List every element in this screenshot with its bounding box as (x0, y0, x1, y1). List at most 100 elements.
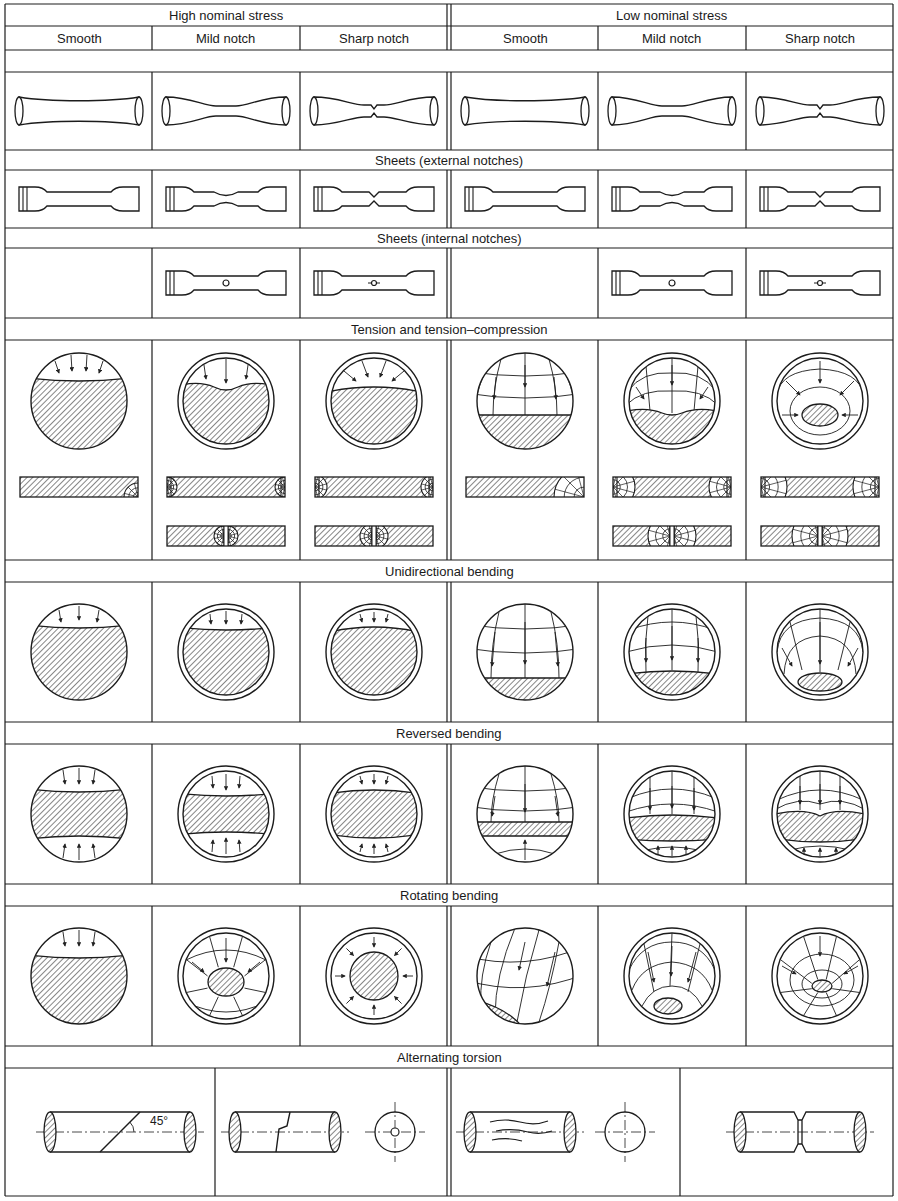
center-line (625, 1102, 626, 1162)
fatigue-zone (709, 477, 731, 497)
section-outline (761, 526, 879, 546)
sheet-specimen (760, 271, 880, 295)
notch-ring (326, 766, 422, 862)
beach-mark (650, 777, 651, 814)
crack-arrow (658, 846, 659, 854)
table-rule (745, 248, 746, 318)
crack-arrow (79, 606, 80, 620)
notch-mark (765, 477, 875, 497)
beach-mark (491, 774, 499, 822)
fracture-face (629, 933, 715, 1019)
final-fracture-zone (465, 678, 585, 712)
fracture-surface (326, 928, 422, 1024)
crack-arrow (212, 776, 213, 788)
grip-line (22, 187, 23, 211)
final-fracture-zone (798, 673, 842, 691)
fatigue-zone (376, 526, 388, 546)
fracture-surface (465, 928, 585, 1036)
crack-ray (674, 530, 695, 536)
crack-arrow (782, 415, 798, 416)
table-rule (892, 4, 893, 1196)
surface-outline (477, 604, 573, 700)
final-fracture-zone (612, 671, 732, 712)
fracture-face (315, 526, 433, 546)
crack-ray (613, 477, 629, 487)
grip-line (173, 271, 174, 295)
beach-mark (672, 358, 673, 413)
table-rule (745, 340, 746, 560)
crack-arrow (555, 632, 558, 666)
beach-mark (780, 989, 812, 993)
crack-ray (761, 487, 768, 497)
fatigue-zone (315, 477, 327, 497)
sheet-specimen (612, 187, 732, 211)
crack-arrow (800, 786, 801, 804)
column-heading: Sharp notch (782, 31, 858, 46)
specimen-outline (760, 271, 880, 295)
fracture-face (314, 771, 434, 857)
crack-arrow (344, 371, 356, 381)
crack-arrow (239, 776, 240, 788)
fatigue-zone (167, 477, 177, 497)
table-rule (597, 744, 598, 884)
crack-arrow (63, 932, 65, 946)
table-rule (151, 744, 152, 884)
table-rule (450, 906, 451, 1046)
crack-arrow (650, 788, 651, 810)
section-outline (761, 477, 879, 497)
fatigue-zone (477, 766, 573, 862)
fracture-surface (178, 928, 274, 1024)
notch-ring (178, 604, 274, 700)
crack-arrow (360, 614, 362, 622)
grip-line (169, 271, 170, 295)
beach-mark (696, 616, 699, 672)
center-line (726, 1132, 874, 1133)
table-rule (745, 582, 746, 722)
specimen-outline (612, 271, 732, 295)
fatigue-zone (629, 771, 715, 857)
table-rule (597, 170, 598, 228)
specimen-outline (612, 187, 732, 211)
table-rule (450, 1068, 451, 1196)
fracture-face (777, 358, 863, 444)
final-fracture-zone (465, 415, 585, 461)
crack-arrow (672, 786, 673, 808)
table-rule (5, 1195, 893, 1196)
final-fracture-zone (208, 968, 244, 996)
table-rule (299, 72, 300, 150)
table-rule (450, 248, 451, 318)
crack-arrow (820, 784, 821, 804)
crack-arrow (848, 648, 858, 666)
surface-outline (331, 358, 417, 444)
fatigue-zone (629, 933, 715, 1019)
crack-ray (613, 481, 634, 487)
crack-ray (421, 487, 433, 490)
crack-arrow (226, 774, 227, 790)
section-heading: Rotating bending (397, 888, 501, 903)
sheet-fracture-surface (466, 467, 614, 527)
crack-arrow (786, 381, 800, 395)
crack-arrow (672, 846, 673, 856)
grip-line (767, 187, 768, 211)
sheet-specimen (19, 187, 139, 211)
shaft-section (564, 1112, 576, 1152)
angle-label: 45° (148, 1114, 170, 1128)
crack-arrow (672, 365, 673, 385)
crack-arrow (840, 381, 854, 395)
surface-outline (777, 933, 863, 1019)
table-rule (450, 744, 451, 884)
beach-mark (826, 993, 836, 1016)
fracture-face (166, 358, 286, 461)
crack-arrow (71, 355, 72, 371)
stress-heading: Low nominal stress (613, 8, 730, 23)
crack-arrow (671, 946, 672, 976)
fracture-surface (772, 604, 868, 700)
specimen-end (876, 97, 884, 125)
crack-arrow (525, 840, 526, 860)
fracture-face (465, 604, 585, 712)
specimen-hole (669, 280, 675, 286)
hole-edge (670, 526, 674, 546)
crack-arrow (672, 626, 673, 660)
fracture-face (613, 477, 731, 497)
crack-arrow (820, 848, 821, 856)
